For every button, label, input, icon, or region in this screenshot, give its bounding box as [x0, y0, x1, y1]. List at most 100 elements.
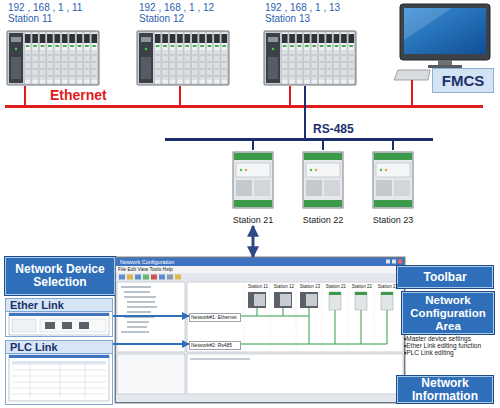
screen-glare	[404, 8, 452, 40]
window-button	[398, 260, 402, 264]
mini-table-head	[12, 361, 106, 364]
mini-station-terminal	[355, 292, 367, 295]
row-text: Network#1: Ethernet	[190, 314, 240, 321]
bullet-note: •Ether Link editing function	[404, 343, 494, 350]
status-bar	[116, 395, 404, 402]
bullet-note: •PLC Link editing	[404, 350, 494, 357]
mini-plc	[248, 292, 266, 308]
callout-box: Toolbar	[397, 266, 493, 288]
mini-device	[45, 322, 55, 329]
plc-graphic	[137, 31, 229, 85]
ip-address: 192 , 168 , 1 , 13	[262, 2, 358, 13]
mini-station	[329, 292, 341, 310]
ether-link-screenshot	[9, 313, 109, 335]
plc-graphic	[7, 31, 99, 85]
tree-item	[127, 306, 157, 308]
column-header: Station 11	[246, 284, 270, 290]
mini-table	[12, 361, 106, 398]
station-graphic	[303, 152, 343, 208]
tree-item	[127, 301, 155, 303]
tree-item	[127, 311, 151, 313]
connector-arrow	[252, 226, 255, 257]
callout-box: Network Device Selection	[5, 257, 115, 295]
plc-station: 192 , 168 , 1 , 13Station 13	[262, 2, 358, 86]
station-graphic	[233, 152, 273, 208]
row-text: Network#2: Rs485	[190, 342, 240, 349]
panel-title: Ether Link	[6, 299, 112, 312]
callout-box: Network Configuration Area	[402, 292, 494, 334]
callout-text: Network Device Selection	[6, 263, 114, 289]
column-header: Station 12	[272, 284, 296, 290]
software-window-art	[115, 257, 405, 403]
connector-line	[252, 141, 254, 150]
station-name: Station 12	[136, 13, 232, 24]
bus-label: RS-485	[313, 122, 354, 136]
window-button	[392, 260, 396, 264]
keyboard	[394, 70, 430, 80]
slave-station: Station 21	[229, 150, 277, 226]
toolbar-strip	[116, 273, 404, 281]
info-side	[117, 354, 185, 394]
mini-device	[79, 322, 89, 329]
toolbar-icon	[167, 275, 173, 280]
mini-network-lines	[241, 308, 387, 344]
station-graphic	[373, 152, 413, 208]
callout-text: Network Information	[398, 377, 492, 403]
software-window: Network ConfigurationNetwork#1: Ethernet…	[115, 257, 405, 403]
connector-line	[304, 86, 306, 138]
mini-title	[9, 313, 109, 316]
window-frame	[115, 257, 405, 403]
toolbar-icon	[143, 275, 149, 280]
mini-device	[62, 322, 72, 329]
toolbar-icon	[175, 275, 181, 280]
mini-plc-modules	[254, 294, 265, 306]
menu-bar-text: File Edit View Tools Help	[118, 266, 318, 273]
mini-plc-modules	[306, 294, 317, 306]
toolbar-icon	[151, 275, 157, 280]
tree-item	[124, 296, 156, 298]
tree-item	[124, 291, 150, 293]
mini-window	[9, 355, 109, 401]
station-name: Station 22	[303, 215, 344, 226]
mini-plc-modules	[280, 294, 291, 306]
plc-link-screenshot	[9, 355, 109, 401]
mini-title	[9, 355, 109, 358]
title-bar	[116, 258, 404, 266]
mini-panel	[12, 319, 36, 332]
mini-plc	[274, 292, 292, 308]
window-title: Network Configuration	[120, 258, 174, 266]
plc-station: 192 , 168 , 1 , 11Station 11	[5, 2, 101, 86]
connector-arrow	[113, 315, 189, 317]
ip-address: 192 , 168 , 1 , 12	[136, 2, 232, 13]
station-name: Station 23	[373, 215, 414, 226]
station-name: Station 11	[5, 13, 101, 24]
connector-line	[289, 86, 291, 105]
bus-label: Ethernet	[50, 87, 107, 103]
plc-station: 192 , 168 , 1 , 12Station 12	[136, 2, 232, 86]
tree-item	[127, 321, 149, 323]
mini-window	[9, 313, 109, 335]
toolbar-icon	[119, 275, 125, 280]
window-button	[386, 260, 390, 264]
diagram-area	[187, 282, 403, 352]
slave-station: Station 23	[369, 150, 417, 226]
toolbar-icon	[135, 275, 141, 280]
info-line	[190, 358, 250, 360]
mini-plc	[300, 292, 318, 308]
column-separators	[244, 282, 374, 352]
tree-item	[127, 326, 147, 328]
mini-station	[355, 292, 367, 310]
toolbar-icon	[159, 275, 165, 280]
bullet-note: •Master device settings	[404, 336, 494, 343]
plc-graphic	[264, 31, 356, 85]
menu-bar	[116, 266, 404, 273]
callout-text: Network Configuration Area	[403, 294, 493, 333]
ip-address: 192 , 168 , 1 , 11	[5, 2, 101, 13]
toolbar-icon	[127, 275, 133, 280]
column-header: Station 22	[350, 284, 374, 290]
computer-ethernet-drop	[411, 80, 413, 105]
link-panel: PLC Link	[5, 340, 113, 405]
network-row: Network#1: Ethernet	[189, 313, 241, 322]
callout-box: Network Information	[397, 376, 493, 403]
